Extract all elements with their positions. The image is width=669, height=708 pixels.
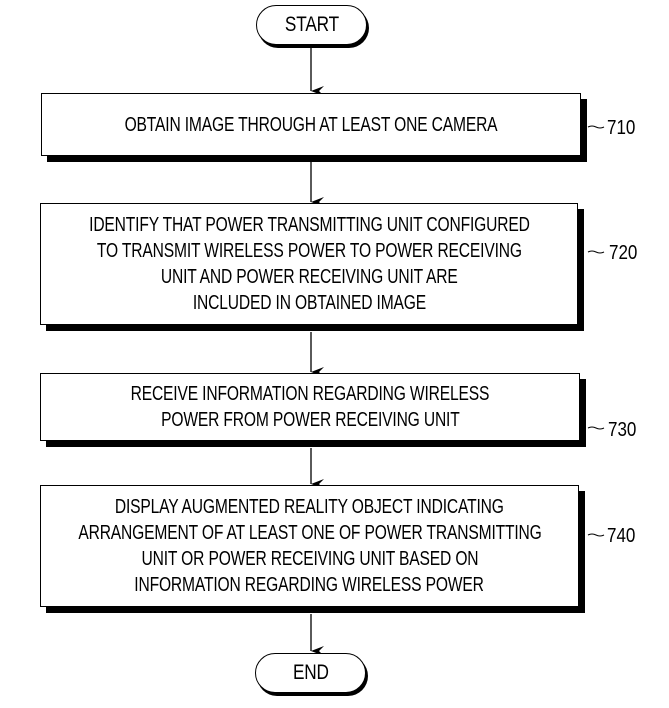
leader-740: [587, 533, 605, 537]
start-terminal: START: [256, 5, 367, 45]
ref-740: 740: [607, 525, 636, 547]
ref-710: 710: [607, 117, 636, 139]
step-740-line-3: UNIT OR POWER RECEIVING UNIT BASED ON: [141, 548, 478, 570]
leader-710: [587, 125, 605, 129]
step-740-line-1: DISPLAY AUGMENTED REALITY OBJECT INDICAT…: [115, 496, 504, 518]
step-730-line-1: RECEIVE INFORMATION REGARDING WIRELESS: [130, 383, 490, 405]
leader-730: [587, 426, 605, 430]
step-730-line-2: POWER FROM POWER RECEIVING UNIT: [160, 409, 460, 431]
leader-720: [587, 250, 605, 254]
ref-730: 730: [608, 419, 637, 441]
step-720-box: IDENTIFY THAT POWER TRANSMITTING UNIT CO…: [40, 203, 578, 325]
end-terminal: END: [255, 653, 366, 693]
step-720-line-2: TO TRANSMIT WIRELESS POWER TO POWER RECE…: [96, 240, 522, 262]
step-740-line-2: ARRANGEMENT OF AT LEAST ONE OF POWER TRA…: [77, 522, 542, 544]
step-710-line-1: OBTAIN IMAGE THROUGH AT LEAST ONE CAMERA: [124, 113, 498, 136]
step-730-box: RECEIVE INFORMATION REGARDING WIRELESS P…: [40, 373, 580, 441]
step-720-line-4: INCLUDED IN OBTAINED IMAGE: [192, 292, 426, 314]
step-740-line-4: INFORMATION REGARDING WIRELESS POWER: [134, 574, 485, 596]
step-710-box: OBTAIN IMAGE THROUGH AT LEAST ONE CAMERA: [41, 93, 581, 156]
step-720-line-1: IDENTIFY THAT POWER TRANSMITTING UNIT CO…: [88, 214, 530, 236]
step-740-box: DISPLAY AUGMENTED REALITY OBJECT INDICAT…: [40, 485, 579, 607]
start-label: START: [284, 13, 339, 36]
ref-720: 720: [609, 242, 638, 264]
end-label: END: [292, 661, 329, 684]
step-720-line-3: UNIT AND POWER RECEIVING UNIT ARE: [160, 266, 458, 288]
